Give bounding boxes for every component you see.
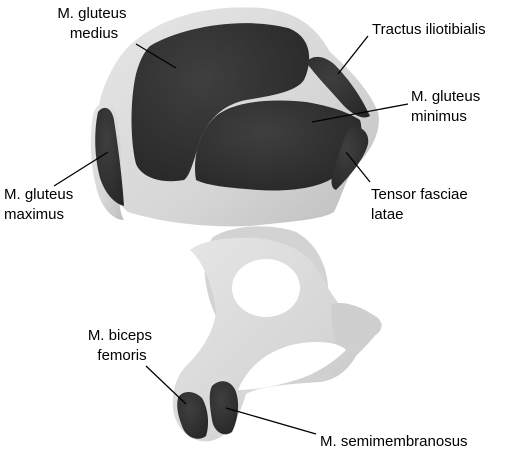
leader-semimembranosus: [226, 408, 316, 434]
label-line: medius: [70, 25, 118, 42]
label-line: Tractus iliotibialis: [372, 21, 486, 38]
label-gluteus-minimus: M. gluteus minimus: [411, 88, 484, 125]
label-line: M. biceps: [88, 327, 152, 344]
label-biceps-femoris: M. biceps femoris: [88, 327, 156, 364]
label-line: Tensor fasciae: [371, 186, 468, 203]
label-line: M. gluteus: [411, 88, 480, 105]
label-line: femoris: [97, 347, 146, 364]
label-line: M. gluteus: [57, 5, 126, 22]
label-line: M. semimembranosus: [320, 433, 468, 450]
label-semimembranosus: M. semimembranosus: [320, 433, 468, 450]
sciatic-notch: [110, 215, 196, 296]
label-line: M. gluteus: [4, 186, 73, 203]
label-gluteus-maximus: M. gluteus maximus: [4, 186, 77, 223]
leader-tractus-iliotibialis: [338, 36, 368, 74]
label-line: maximus: [4, 206, 64, 223]
obturator-foramen: [232, 259, 300, 317]
label-gluteus-medius: M. gluteus medius: [57, 5, 130, 42]
label-line: minimus: [411, 108, 467, 125]
label-line: latae: [371, 206, 404, 223]
label-tensor-fasciae-latae: Tensor fasciae latae: [371, 186, 472, 223]
label-tractus-iliotibialis: Tractus iliotibialis: [372, 21, 486, 38]
